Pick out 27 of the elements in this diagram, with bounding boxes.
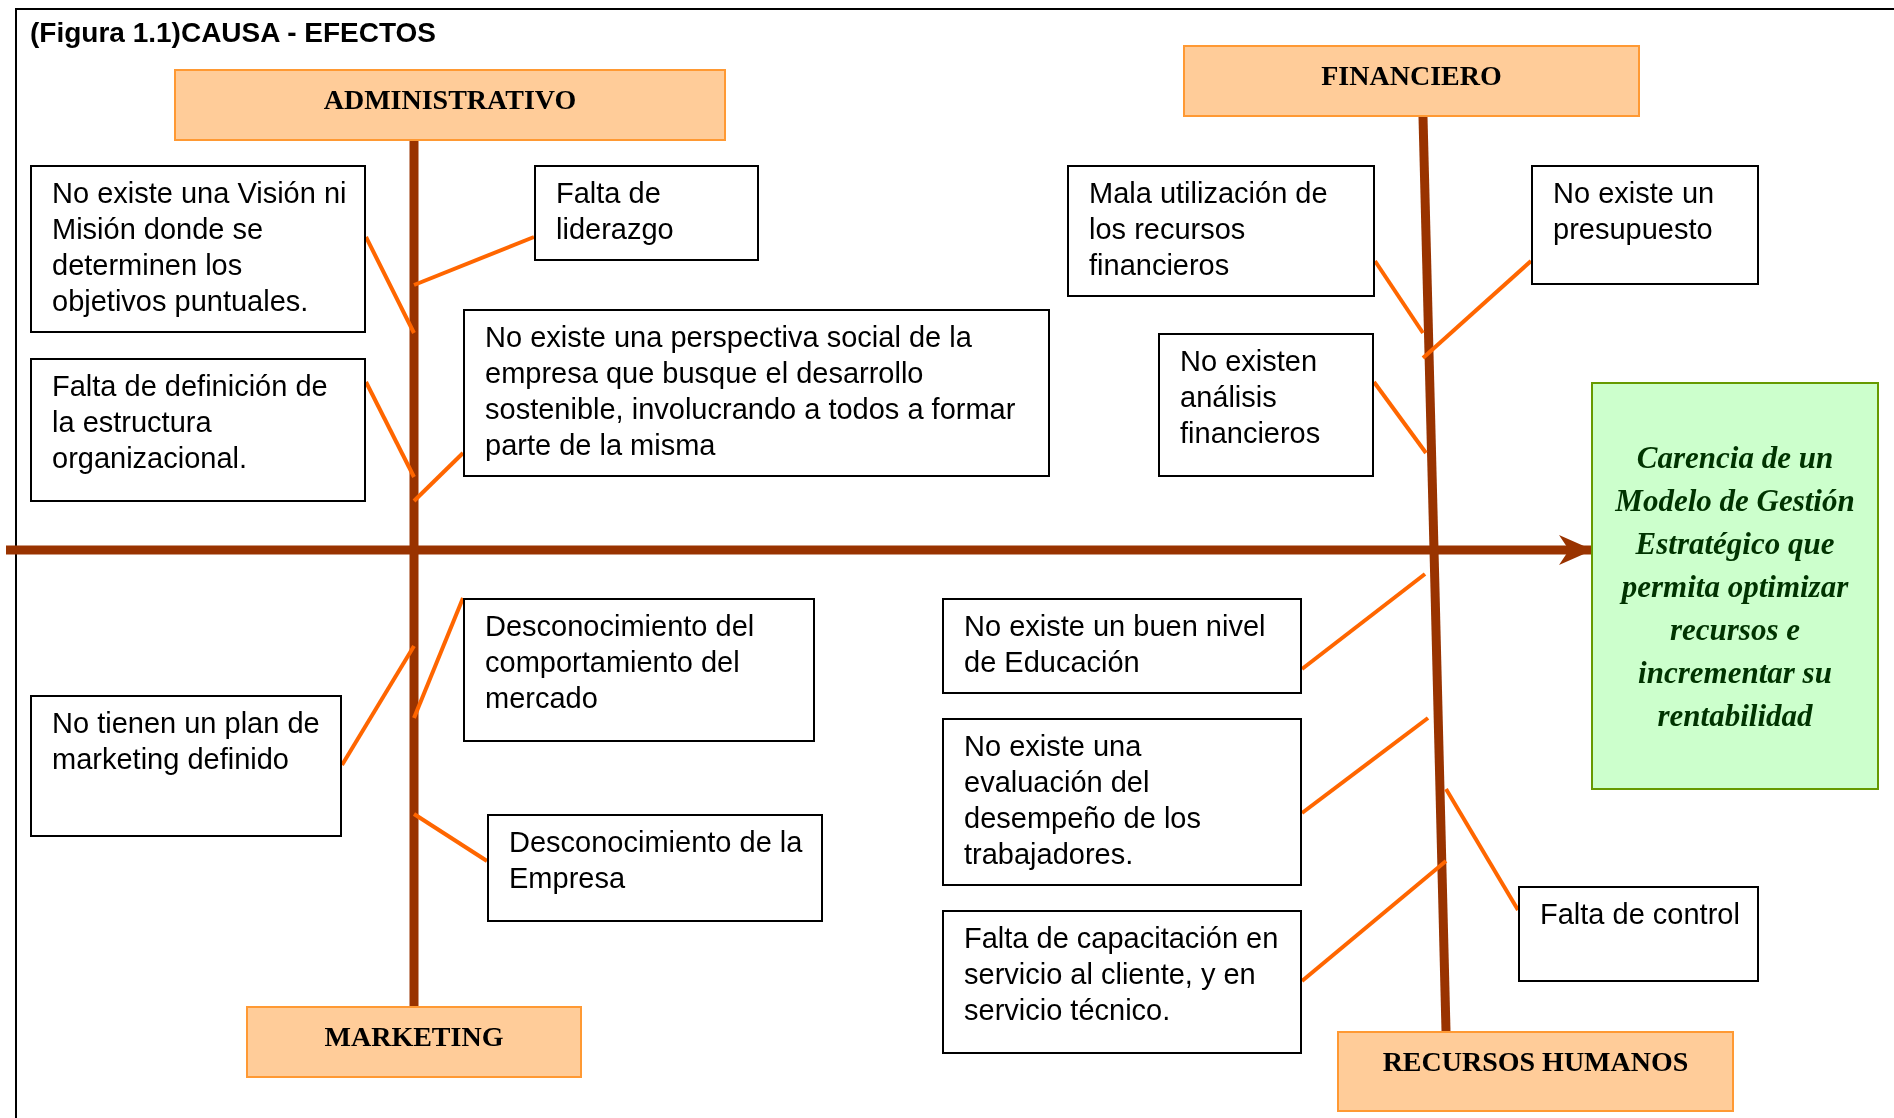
cause-box: Falta de definición de la estructura organizacional. (30, 358, 366, 502)
cause-box: No existe un buen nivel de Educación (942, 598, 1302, 694)
cause-box: Desconocimiento de la Empresa (487, 814, 823, 922)
branch-line (1444, 787, 1520, 912)
cause-box: Falta de capacitación en servicio al cliente, y en servicio técnico. (942, 910, 1302, 1054)
effect-box: Carencia de un Modelo de Gestión Estratégico que permita optimizar recursos e incrementar su rentabilidad (1591, 382, 1879, 790)
cause-box: No existe una evaluación del desempeño de los trabajadores. (942, 718, 1302, 886)
branch-line (412, 812, 489, 863)
branch-line (412, 451, 465, 503)
cause-box: No existen análisis financieros (1158, 333, 1374, 477)
category-box: RECURSOS HUMANOS (1337, 1031, 1734, 1112)
title: (Figura 1.1)CAUSA - EFECTOS (30, 16, 437, 50)
cause-box: No tienen un plan de marketing definido (30, 695, 342, 837)
cause-box: No existe una Visión ni Misión donde se determinen los objetivos puntuales. (30, 165, 366, 333)
category-box: FINANCIERO (1183, 45, 1640, 117)
cause-box: Mala utilización de los recursos financieros (1067, 165, 1375, 297)
cause-box: No existe una perspectiva social de la empresa que busque el desarrollo sostenible, involucrando a todos a formar parte de la misma (463, 309, 1050, 477)
cause-box: Falta de liderazgo (534, 165, 759, 261)
cause-box: Falta de control (1518, 886, 1759, 982)
cause-box: No existe un presupuesto (1531, 165, 1759, 285)
branch-line (413, 235, 535, 287)
category-box: ADMINISTRATIVO (174, 69, 726, 141)
category-box: MARKETING (246, 1006, 582, 1078)
branch-line (412, 597, 465, 719)
bone-line (6, 535, 1593, 565)
cause-box: Desconocimiento del comportamiento del mercado (463, 598, 815, 742)
branch-line (1421, 259, 1533, 360)
